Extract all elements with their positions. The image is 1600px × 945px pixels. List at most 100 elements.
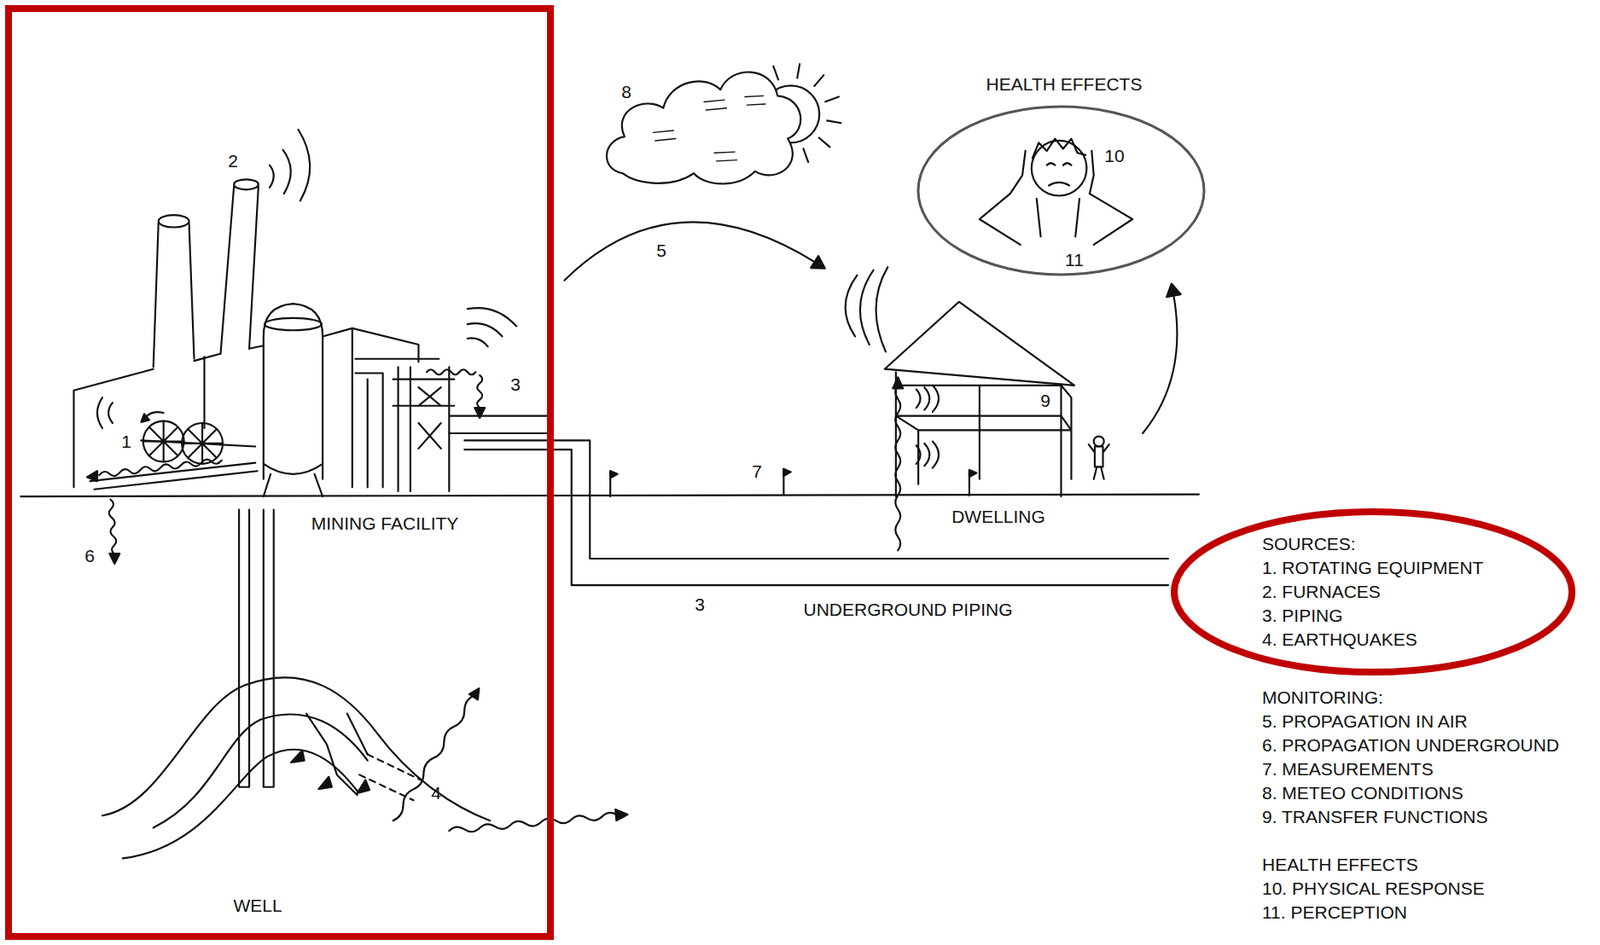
conveyor (98, 459, 222, 477)
person-in-pain (1036, 198, 1080, 237)
factory-building (322, 328, 419, 488)
dwelling-vibration-arrow (892, 377, 903, 389)
callout-number: 9 (1040, 390, 1051, 412)
dwelling-house (916, 442, 939, 469)
list-item: 5. PROPAGATION IN AIR (1262, 709, 1468, 734)
person-in-pain (1010, 151, 1094, 194)
piping-vibration (474, 407, 485, 419)
perception-arrow (1166, 284, 1181, 298)
factory-building (354, 359, 439, 489)
place-label: MINING FACILITY (311, 513, 460, 535)
list-block: SOURCES:1. ROTATING EQUIPMENT2. FURNACES… (1262, 532, 1484, 652)
place-label: UNDERGROUND PIPING (802, 599, 1013, 621)
list-item: 11. PERCEPTION (1262, 901, 1408, 926)
factory-building (393, 366, 455, 492)
dwelling-house (896, 385, 1072, 485)
rotating-equipment (140, 413, 150, 423)
factory-building (448, 416, 552, 434)
factory-building (418, 387, 441, 449)
rotating-equipment (97, 397, 256, 465)
earthquake-waves (469, 688, 479, 700)
person-figure (1093, 436, 1105, 448)
piping-vibration (467, 308, 517, 347)
rock-layers (102, 677, 490, 859)
factory-building (73, 303, 551, 497)
person-in-pain (1031, 140, 1088, 197)
list-item: 1. ROTATING EQUIPMENT (1262, 556, 1484, 581)
sound-waves-at-dwelling (845, 267, 889, 352)
callout-number: 4 (430, 783, 442, 804)
conveyor (87, 459, 258, 490)
person-in-pain (1047, 162, 1072, 186)
sound-waves-at-dwelling (845, 267, 889, 352)
well-shaft (238, 510, 274, 788)
rock-layers (290, 750, 305, 763)
list-item: 9. TRANSFER FUNCTIONS (1262, 805, 1488, 830)
furnace-sound-waves (269, 129, 310, 202)
chimney (153, 223, 195, 368)
underground-pipe (464, 440, 1169, 559)
chimney (158, 215, 190, 227)
earthquake-waves (448, 813, 617, 832)
dwelling-house (916, 385, 939, 413)
ground-vibration-arrow (109, 500, 121, 565)
highlight-frame: 231MINING FACILITY64WELL (5, 5, 554, 941)
underground-pipe (464, 449, 1169, 586)
list-item: 10. PHYSICAL RESPONSE (1262, 877, 1485, 902)
factory-building (263, 303, 323, 480)
callout-number: 10 (1104, 145, 1124, 167)
person-figure (1088, 436, 1110, 480)
person-in-pain (979, 193, 1133, 245)
list-item: 8. METEO CONDITIONS (1262, 781, 1464, 806)
dwelling-vibration-arrow (892, 377, 903, 551)
air-propagation-arrow (564, 221, 816, 280)
furnace-sound-waves (269, 129, 310, 202)
callout-number: 11 (1064, 250, 1084, 271)
list-heading: HEALTH EFFECTS (1262, 853, 1419, 878)
list-heading: SOURCES: (1262, 532, 1484, 557)
ellipse-outline (915, 104, 1207, 278)
rock-layers (122, 750, 358, 860)
chimney (153, 179, 259, 367)
piping-vibration (477, 375, 483, 408)
list-item: 4. EARTHQUAKES (1262, 628, 1484, 652)
cloud (652, 95, 765, 161)
perception-arrow (1142, 293, 1177, 434)
rock-layers (359, 754, 421, 801)
callout-number: 6 (84, 546, 95, 567)
dwelling-house (884, 302, 1075, 497)
piping-vibration (426, 308, 517, 419)
chimney (221, 186, 259, 354)
underground-pipe (464, 440, 1169, 586)
callout-number: 1 (121, 431, 132, 453)
factory-building (263, 464, 323, 497)
perception-arrow (1142, 284, 1181, 434)
callout-number: 7 (751, 461, 763, 483)
ground-vibration-arrow (109, 553, 120, 565)
earthquake-waves (393, 695, 476, 821)
factory-building (73, 345, 263, 488)
health-circle: HEALTH EFFECTS1011 (915, 104, 1207, 278)
rock-layers (306, 714, 368, 797)
piping-vibration (426, 369, 476, 375)
rotating-equipment (140, 440, 256, 447)
measurement-post (610, 469, 977, 479)
air-propagation-arrow (564, 221, 825, 280)
chimney (233, 179, 259, 190)
list-item: 2. FURNACES (1262, 580, 1484, 605)
air-propagation-arrow (810, 256, 826, 269)
rotating-equipment (97, 397, 113, 429)
ellipse-outline (1174, 512, 1572, 673)
callout-number: 3 (694, 594, 705, 616)
highlight-ellipse: SOURCES:1. ROTATING EQUIPMENT2. FURNACES… (1170, 508, 1576, 676)
place-label: DWELLING (951, 506, 1046, 528)
dwelling-vibration-arrow (895, 385, 901, 552)
earthquake-waves (615, 809, 628, 821)
callout-number: 3 (510, 374, 521, 396)
list-heading: MONITORING: (1262, 686, 1384, 710)
place-label: WELL (232, 896, 282, 917)
factory-building (203, 356, 205, 429)
callout-number: 8 (621, 81, 632, 103)
